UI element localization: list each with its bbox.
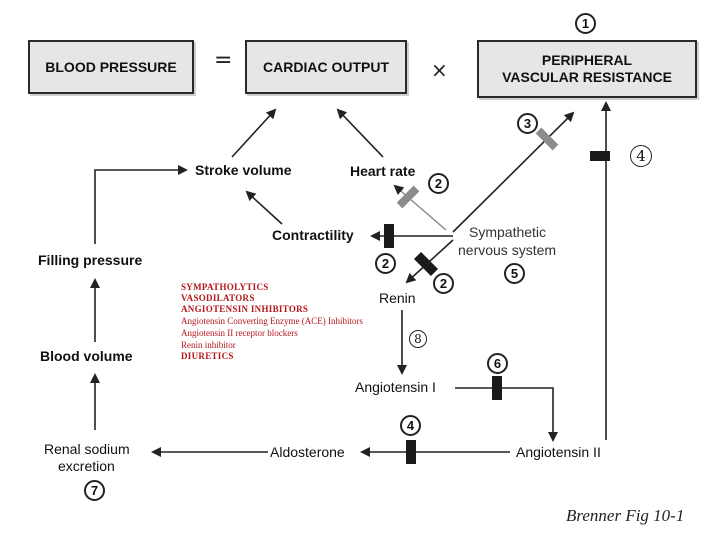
marker-5: 5: [504, 263, 525, 284]
marker-1: 1: [575, 13, 596, 34]
node-filling-pressure: Filling pressure: [38, 252, 143, 268]
marker-4-top: 4: [630, 145, 652, 167]
drug-class-renin-inhibitor: Renin inhibitor: [181, 340, 236, 350]
arrow-filling-to-stroke: [94, 165, 188, 244]
arrow-contractility-to-stroke: [245, 190, 283, 225]
block-ang2-pvr: [590, 151, 610, 161]
node-angiotensin-2: Angiotensin II: [516, 444, 601, 460]
marker-4-bottom: 4: [400, 415, 421, 436]
node-renin: Renin: [379, 290, 416, 306]
figure-caption: Brenner Fig 10-1: [566, 506, 685, 525]
marker-6: 6: [487, 353, 508, 374]
drug-class-ace-inhibitors: Angiotensin Converting Enzyme (ACE) Inhi…: [181, 316, 363, 326]
blood-pressure-label: BLOOD PRESSURE: [45, 59, 177, 75]
marker-7: 7: [84, 480, 105, 501]
drug-class-vasodilators: VASODILATORS: [181, 293, 255, 303]
box-cardiac-output: CARDIAC OUTPUT: [245, 40, 407, 94]
marker-8: 8: [409, 330, 427, 348]
node-aldosterone: Aldosterone: [270, 444, 345, 460]
arrow-sympathetic-to-heartrate: [393, 184, 447, 231]
drug-class-sympatholytics: SYMPATHOLYTICS: [181, 282, 269, 292]
drug-class-angiotensin-inhibitors: ANGIOTENSIN INHIBITORS: [181, 304, 309, 314]
block-aldo: [406, 440, 416, 464]
box-blood-pressure: BLOOD PRESSURE: [28, 40, 194, 94]
times-sign: ×: [431, 58, 448, 82]
arrow-heartrate-to-cardiac: [336, 108, 384, 158]
node-renal-line1: Renal sodium: [44, 441, 130, 457]
marker-2-contractility: 2: [375, 253, 396, 274]
node-blood-volume: Blood volume: [40, 348, 133, 364]
node-stroke-volume: Stroke volume: [195, 162, 292, 178]
pvr-label-line1: PERIPHERAL: [541, 52, 633, 68]
node-sympathetic-line1: Sympathetic: [469, 224, 547, 240]
drug-class-diuretics: DIURETICS: [181, 351, 234, 361]
equals-sign: =: [214, 48, 233, 73]
cardiac-output-label: CARDIAC OUTPUT: [263, 59, 389, 75]
block-renin: [413, 251, 439, 277]
arrow-stroke-to-cardiac: [231, 108, 277, 158]
block-ang1: [492, 376, 502, 400]
node-contractility: Contractility: [272, 227, 354, 243]
block-pvr: [535, 127, 559, 151]
node-angiotensin-1: Angiotensin I: [355, 379, 436, 395]
arrow-ang1-to-ang2: [455, 387, 558, 442]
node-heart-rate: Heart rate: [350, 163, 416, 179]
box-peripheral-resistance: PERIPHERAL VASCULAR RESISTANCE: [477, 40, 697, 98]
block-contractility: [384, 224, 394, 248]
node-renal-line2: excretion: [58, 458, 115, 474]
node-sympathetic-line2: nervous system: [458, 242, 557, 258]
pvr-label-line2: VASCULAR RESISTANCE: [502, 69, 672, 85]
marker-2-heartrate: 2: [428, 173, 449, 194]
marker-3: 3: [517, 113, 538, 134]
drug-class-arb: Angiotensin II receptor blockers: [181, 328, 298, 338]
arrow-sympathetic-to-pvr: [452, 111, 575, 233]
block-heartrate: [396, 185, 420, 209]
marker-2-renin: 2: [433, 273, 454, 294]
